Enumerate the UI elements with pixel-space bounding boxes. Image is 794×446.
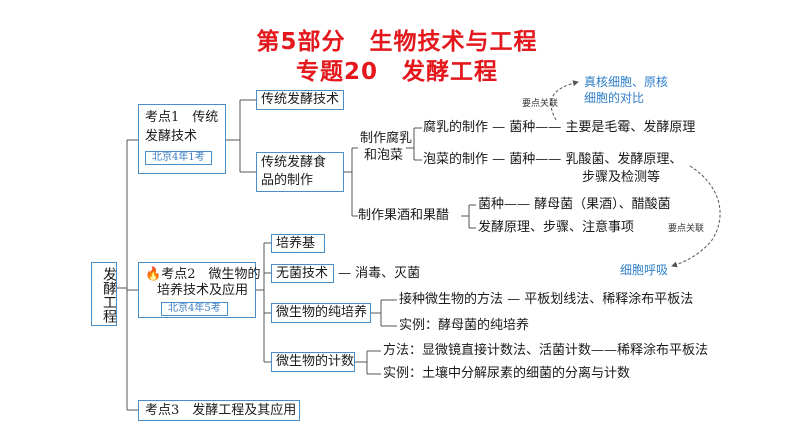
paocai-text-1: 泡菜的制作 — 菌种—— 乳酸菌、发酵原理、: [423, 152, 683, 167]
fire-icon: 🔥: [145, 267, 162, 282]
topic2-node: 🔥考点2 微生物的 培养技术及应用 北京4年5考: [138, 262, 260, 318]
title-line-1: 第5部分 生物技术与工程: [256, 29, 538, 55]
branch-counting: 微生物的计数: [271, 352, 355, 372]
topic3-node: 考点3 发酵工程及其应用: [138, 400, 300, 421]
branch-pure-culture: 微生物的纯培养: [271, 303, 371, 323]
branch-traditional-label: 传统发酵技术: [261, 92, 340, 107]
topic1-label-a: 考点1 传统: [145, 110, 219, 125]
branch-pure-culture-label: 微生物的纯培养: [276, 305, 368, 320]
branch-aseptic-label: 无菌技术: [276, 266, 329, 281]
branch-counting-label: 微生物的计数: [276, 354, 355, 369]
furu-text: 腐乳的制作 — 菌种—— 主要是毛霉、发酵原理: [423, 120, 696, 135]
topic1-node: 考点1 传统 发酵技术 北京4年1考: [138, 104, 226, 174]
counting-text-1: 方法：显微镜直接计数法、活菌计数——稀释涂布平板法: [383, 343, 709, 358]
branch-food-label-2: 品的制作: [261, 173, 314, 188]
branch-traditional: 传统发酵技术: [256, 90, 344, 110]
annotation-key-link-1: 要点关联: [522, 99, 559, 109]
annotation-key-link-2: 要点关联: [668, 224, 705, 234]
pure-culture-text-2: 实例：酵母菌的纯培养: [399, 318, 530, 333]
counting-text-2: 实例：土壤中分解尿素的细菌的分离与计数: [383, 366, 631, 381]
annotation-respiration: 细胞呼吸: [620, 263, 669, 277]
topic2-tag: 北京4年5考: [161, 302, 228, 316]
root-node: 发酵工程: [91, 262, 117, 326]
title-line-2: 专题20 发酵工程: [295, 59, 498, 85]
root-label: 发酵工程: [101, 267, 117, 323]
topic1-label-b: 发酵技术: [145, 129, 198, 144]
sub-guojiu: 制作果酒和果醋: [358, 208, 450, 223]
topic1-tag: 北京4年1考: [145, 151, 212, 165]
guojiu-text-1: 菌种—— 酵母菌（果酒）、醋酸菌: [478, 197, 671, 212]
paocai-text-2: 步骤及检测等: [582, 170, 661, 185]
topic3-label: 考点3 发酵工程及其应用: [145, 403, 297, 418]
topic2-label-b: 培养技术及应用: [157, 283, 249, 298]
branch-aseptic: 无菌技术: [271, 264, 334, 283]
guojiu-text-2: 发酵原理、步骤、注意事项: [478, 220, 635, 235]
pure-culture-text-1: 接种微生物的方法 — 平板划线法、稀释涂布平板法: [399, 292, 694, 307]
sub-furu-paocai-2: 和泡菜: [364, 148, 404, 163]
branch-medium: 培养基: [271, 234, 325, 253]
annotation-compare-1: 真核细胞、原核: [584, 75, 669, 89]
branch-food: 传统发酵食 品的制作: [256, 152, 344, 192]
aseptic-text: — 消毒、灭菌: [338, 266, 421, 281]
branch-food-label-1: 传统发酵食: [261, 155, 327, 170]
topic2-label-a: 🔥考点2 微生物的: [145, 267, 261, 282]
annotation-compare-2: 细胞的对比: [584, 91, 645, 105]
branch-medium-label: 培养基: [276, 236, 316, 251]
sub-furu-paocai-1: 制作腐乳: [360, 131, 413, 146]
